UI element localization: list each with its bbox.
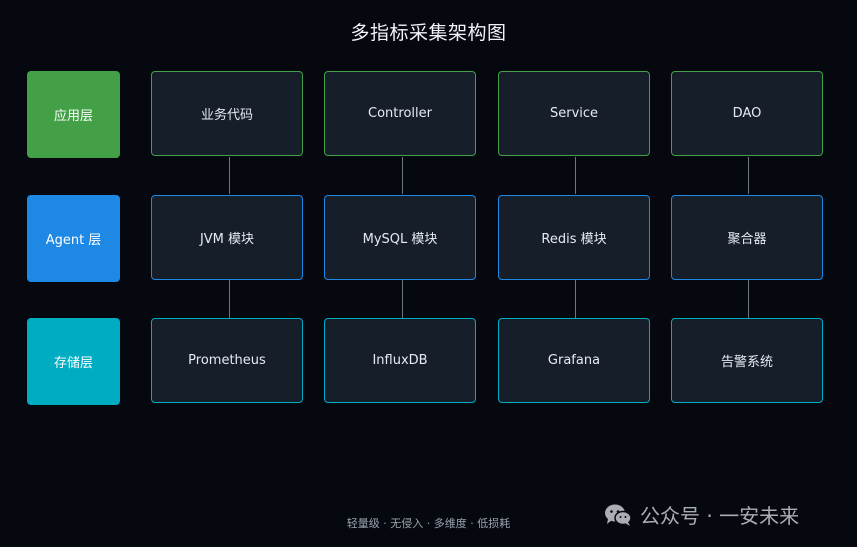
connector-line: [575, 280, 576, 318]
node-influxdb: InfluxDB: [324, 318, 476, 403]
wechat-icon: [605, 504, 632, 526]
layer-label-storage: 存储层: [27, 318, 120, 405]
node-jvm-module: JVM 模块: [151, 195, 303, 280]
connector-line: [748, 157, 749, 194]
connector-line: [229, 280, 230, 318]
node-dao: DAO: [671, 71, 823, 156]
node-aggregator: 聚合器: [671, 195, 823, 280]
connector-line: [402, 157, 403, 194]
node-prometheus: Prometheus: [151, 318, 303, 403]
connector-line: [229, 157, 230, 194]
watermark-text: 公众号 · 一安未来: [640, 504, 800, 528]
watermark: 公众号 · 一安未来: [604, 500, 799, 529]
node-service: Service: [498, 71, 650, 156]
footer-tagline: 轻量级 · 无侵入 · 多维度 · 低损耗: [346, 517, 511, 530]
node-redis-module: Redis 模块: [498, 195, 650, 280]
layer-label-app: 应用层: [27, 71, 120, 158]
diagram-title: 多指标采集架构图: [350, 22, 507, 44]
connector-line: [748, 280, 749, 318]
node-grafana: Grafana: [498, 318, 650, 403]
node-alert-system: 告警系统: [671, 318, 823, 403]
connector-line: [402, 280, 403, 318]
layer-label-agent: Agent 层: [27, 195, 120, 282]
node-mysql-module: MySQL 模块: [324, 195, 476, 280]
node-controller: Controller: [324, 71, 476, 156]
connector-line: [575, 157, 576, 194]
node-business-code: 业务代码: [151, 71, 303, 156]
